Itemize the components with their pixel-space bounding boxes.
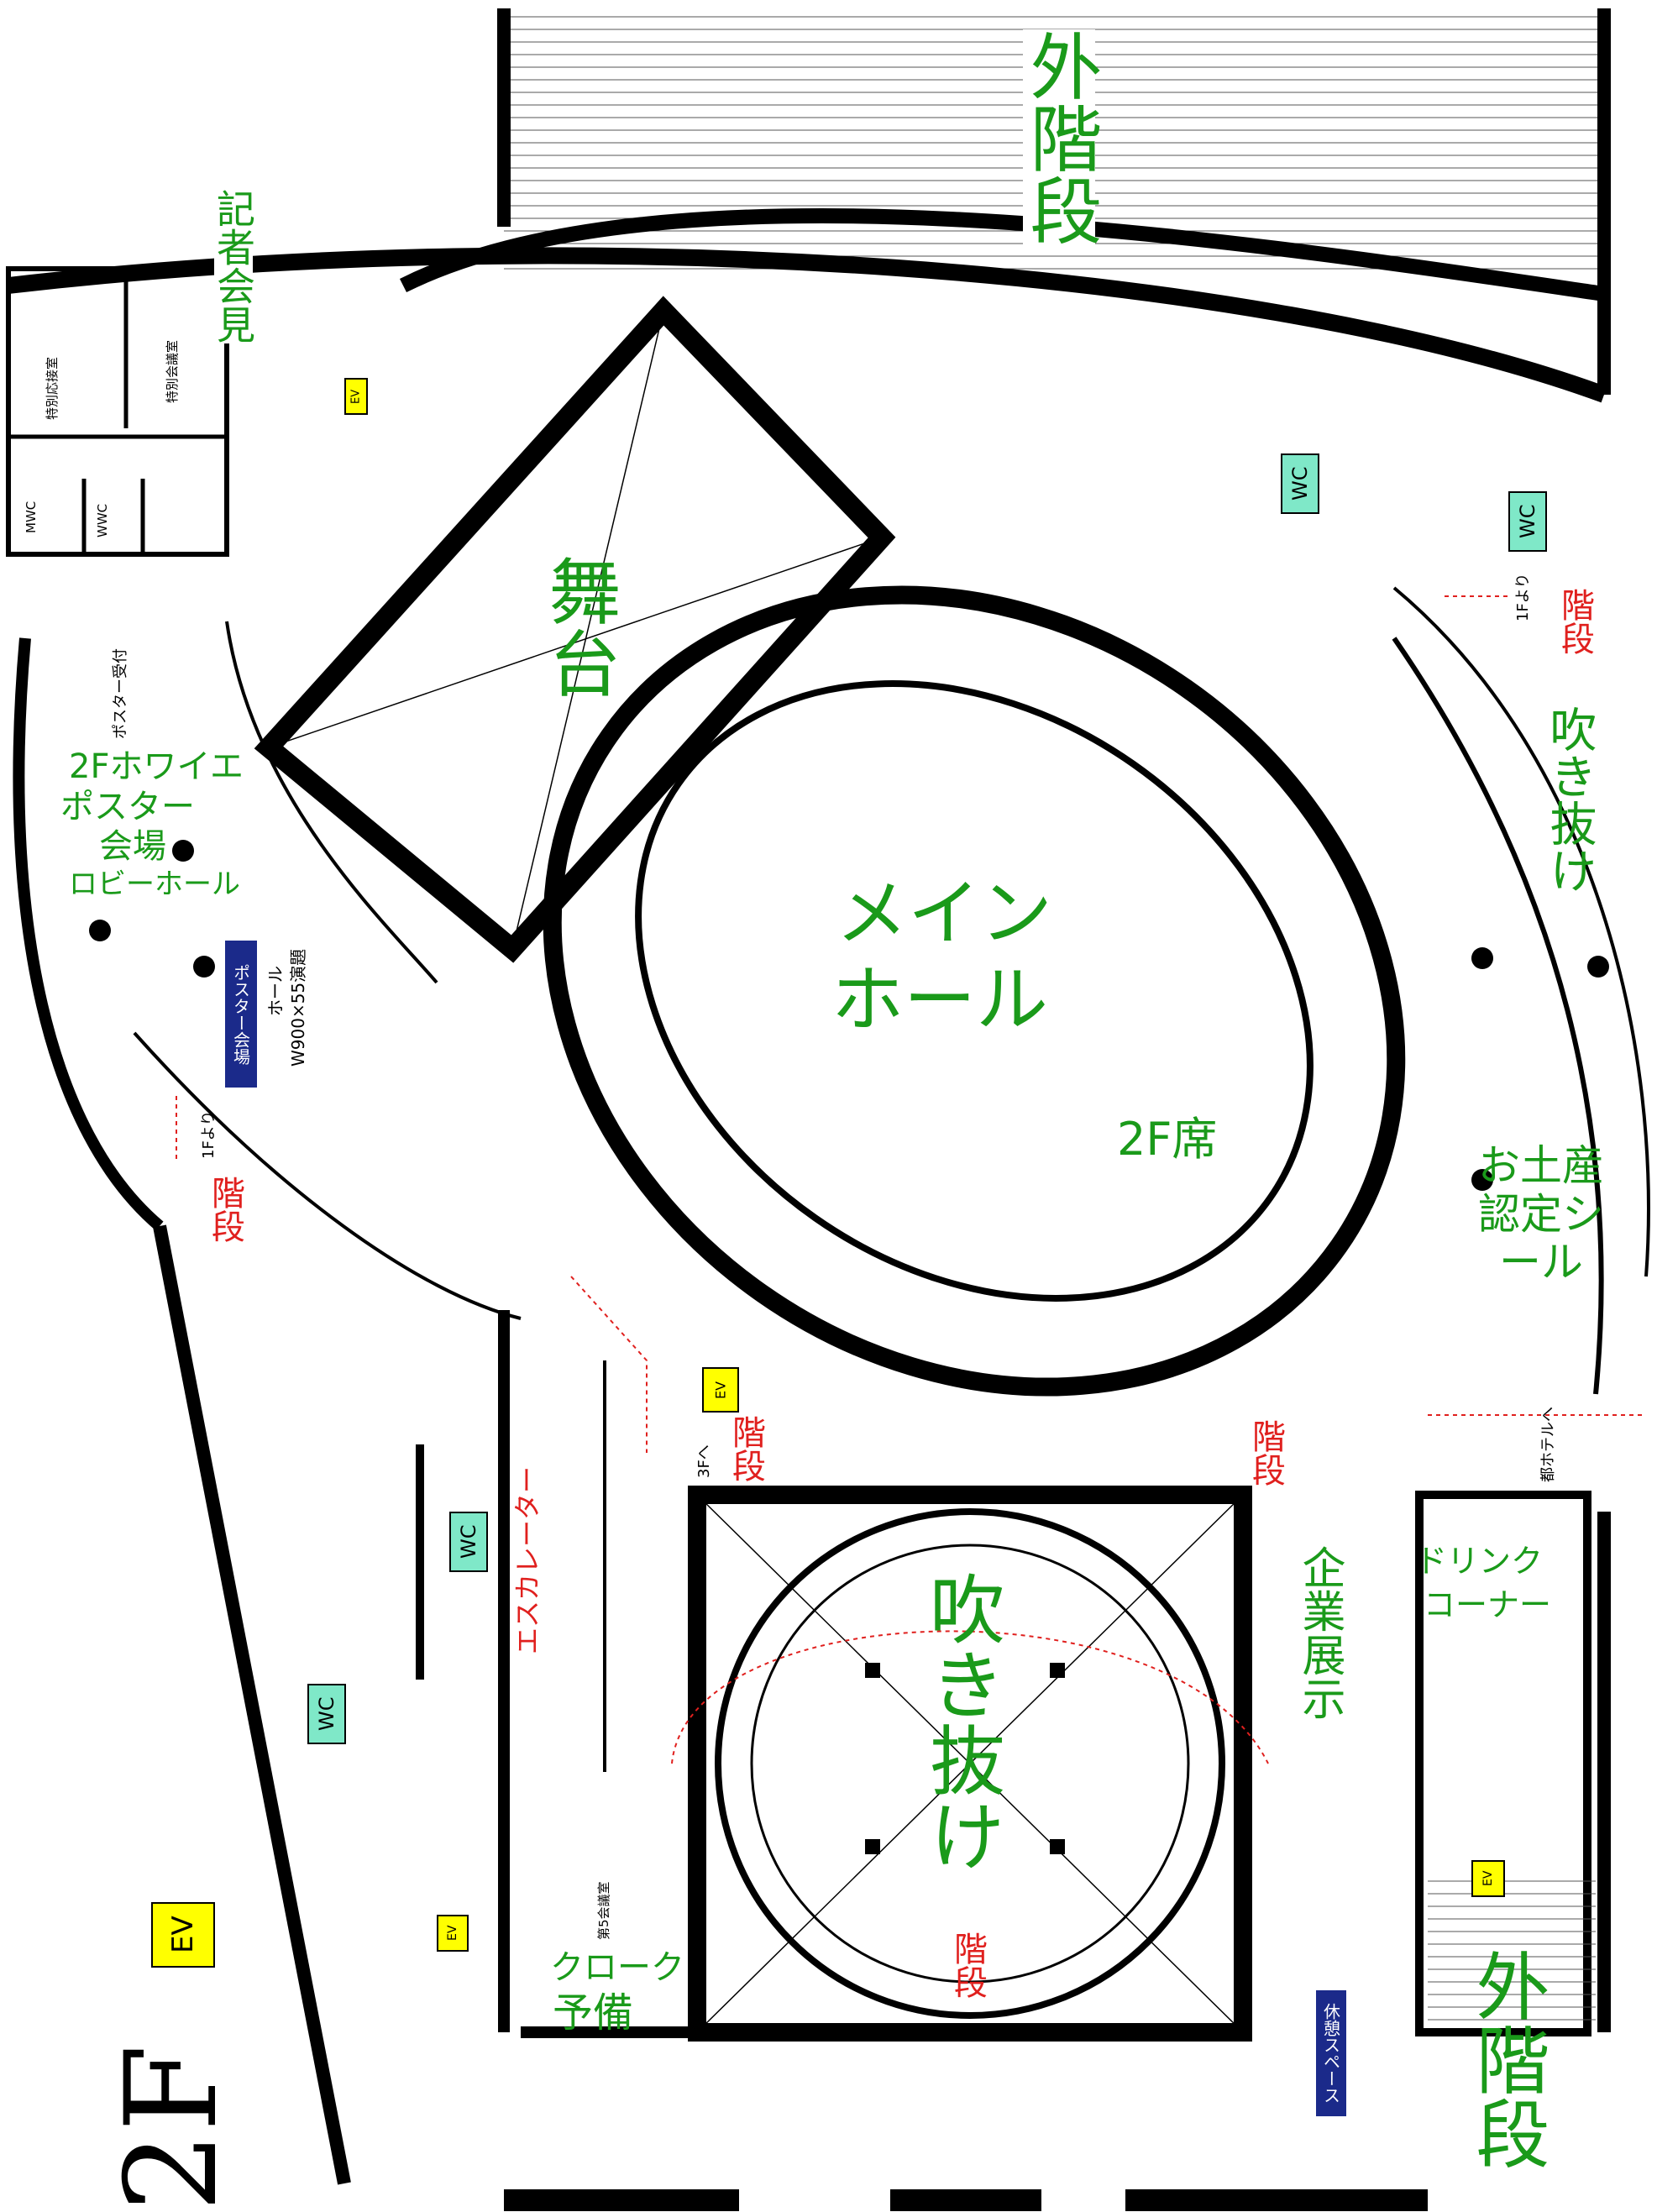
- column-dot: [193, 956, 215, 978]
- main-hall-outer-wall: [543, 585, 1406, 1397]
- column-dot: [1587, 956, 1609, 978]
- label-cloak-line2: 予備: [553, 1989, 634, 2036]
- label-special-reception: 特別応接室: [45, 356, 60, 420]
- label-from-1f: 1Fより: [200, 1110, 218, 1159]
- ev-sign: EV: [1471, 1860, 1505, 1897]
- ev-sign: EV: [344, 378, 368, 415]
- label-stairs: 階段: [726, 1415, 765, 1482]
- column-dot: [1471, 1169, 1493, 1191]
- column-dot: [89, 920, 111, 941]
- label-exhibition: 企業展示: [1294, 1545, 1345, 1720]
- label-stairs: 階段: [206, 1176, 244, 1243]
- ev-sign: EV: [702, 1367, 739, 1413]
- wc-sign: WC: [449, 1512, 488, 1572]
- outer-stairs-bottom-hatch: [1428, 1880, 1596, 2021]
- label-souvenir: お土産認定シール: [1478, 1141, 1604, 1287]
- atrium-square: [688, 1486, 1252, 2042]
- atrium-circle-outer: [715, 1508, 1225, 2019]
- outer-arc-wall: [7, 247, 1607, 403]
- column-dot: [1471, 947, 1493, 969]
- ev-sign: EV: [437, 1915, 469, 1952]
- wc-sign: WC: [1281, 453, 1319, 514]
- label-hall-size-line2: W900×55演題: [288, 948, 308, 1067]
- label-foyer-line3: 会場: [99, 827, 166, 866]
- column-dot: [172, 840, 194, 862]
- rest-space-badge: 休憩スペース: [1316, 1990, 1346, 2116]
- foyer-outer-wall: [13, 637, 164, 1231]
- label-foyer-line2: ポスター: [60, 788, 195, 826]
- ev-legend-sign: EV: [151, 1902, 215, 1968]
- label-mwc: MWC: [24, 501, 39, 533]
- label-stairs: 階段: [1555, 588, 1594, 655]
- label-outer-stairs-top: 外階段: [1017, 29, 1101, 246]
- label-outer-stairs-bottom: 外階段: [1464, 1948, 1550, 2170]
- label-drink-line2: コーナー: [1424, 1586, 1552, 1623]
- atrium-pillars: [865, 1663, 1065, 1854]
- label-foyer-line4: ロビーホール: [69, 868, 240, 901]
- label-from-1f: 1Fより: [1514, 573, 1532, 621]
- outer-arc-wall-2: [399, 208, 1606, 301]
- label-second-floor-seats: 2F席: [1117, 1113, 1218, 1166]
- label-special-meeting: 特別会議室: [165, 339, 180, 403]
- wc-sign: WC: [1508, 491, 1547, 552]
- label-stage: 舞台: [536, 554, 620, 699]
- label-stairs: 階段: [948, 1932, 987, 1999]
- label-hall-size-line1: ホール: [265, 966, 286, 1016]
- main-hall-inner-wall: [635, 680, 1314, 1302]
- label-escalator: エスカレーター: [511, 1465, 543, 1654]
- label-poster-reception: ポスター受付: [112, 648, 129, 739]
- wc-sign: WC: [307, 1684, 346, 1744]
- label-to-hotel: 都ホテルへ: [1539, 1407, 1557, 1482]
- label-foyer-line1: 2Fホワイエ: [69, 747, 244, 786]
- floor-label: 2F: [99, 2044, 245, 2212]
- label-meeting-room-5: 第5会議室: [596, 1881, 611, 1940]
- label-press-conference: 記者会見: [211, 189, 256, 343]
- label-drink-line1: ドリンク: [1415, 1543, 1544, 1580]
- right-lower-block: [1415, 1491, 1591, 2036]
- label-atrium-center: 吹き抜け: [916, 1570, 1004, 1873]
- label-atrium-right: 吹き抜け: [1542, 705, 1597, 894]
- route-arrows: [176, 595, 1646, 1764]
- label-main-hall-line1: メイン: [836, 872, 1052, 956]
- label-main-hall-line2: ホール: [831, 958, 1048, 1042]
- poster-venue-badge: ポスター会場: [225, 941, 257, 1088]
- label-wwc: WWC: [95, 503, 110, 537]
- label-to-3f: 3Fへ: [695, 1444, 713, 1478]
- upper-left-rooms: [6, 266, 229, 557]
- label-cloak-line1: クローク: [550, 1948, 684, 1987]
- label-stairs: 階段: [1246, 1419, 1285, 1486]
- atrium-circle-inner: [750, 1544, 1190, 1984]
